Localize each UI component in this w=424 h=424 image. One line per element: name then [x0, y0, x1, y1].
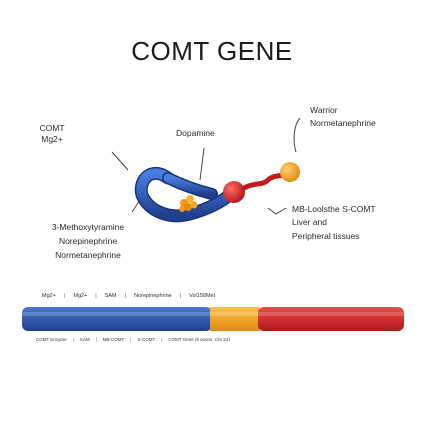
label-peripheral: Peripheral tissues — [292, 231, 360, 241]
gene-bar — [22, 307, 404, 331]
red-chain — [241, 172, 287, 191]
separator: | — [95, 337, 97, 342]
gene-bar-bottom-labels: COMT Enzyme | SAM | MB-COMT | S-COMT | C… — [36, 337, 230, 342]
ligand-cluster — [179, 195, 198, 212]
orange-sphere — [280, 162, 300, 182]
label-liver: Liver and — [292, 217, 327, 227]
pointer-comt — [111, 151, 129, 171]
label-normetanephrine-top: Normetanephrine — [310, 118, 376, 128]
top-label: Mg2+ — [42, 293, 56, 299]
top-label: Vol158Met — [189, 293, 216, 299]
bracket-warrior — [293, 117, 301, 153]
bottom-label: MB-COMT — [102, 337, 125, 342]
top-label: Norepinephrine — [134, 293, 172, 299]
gene-bar-top-labels: Mg2+ | Mg2+ | SAM | Norepinephrine | Vol… — [42, 293, 215, 299]
label-dopamine: Dopamine — [176, 128, 215, 138]
top-label: Mg2+ — [73, 293, 88, 299]
label-comt: COMT — [39, 123, 65, 133]
pointer-mb — [267, 207, 287, 215]
label-mb-comt: MB-Loolsthe S-COMT — [292, 204, 376, 214]
red-sphere — [223, 181, 245, 203]
bottom-label: S-COMT — [137, 337, 156, 342]
separator: | — [95, 293, 97, 299]
label-methoxytyramine: 3-Methoxytyramine — [51, 222, 125, 232]
page-title: COMT GENE — [131, 36, 293, 66]
label-normetanephrine-left: Normetanephrine — [55, 250, 121, 260]
separator: | — [63, 293, 66, 299]
bottom-label: SAM — [79, 337, 90, 342]
label-norepinephrine: Norepinephrine — [58, 236, 118, 246]
top-label: SAM — [104, 293, 117, 299]
pointer-dopamine — [199, 147, 205, 181]
bottom-label: COMT Gene (6 exons, Chr 22) — [168, 337, 230, 342]
pointer-methoxy — [131, 199, 141, 213]
label-mg2: Mg2+ — [41, 134, 63, 144]
separator: | — [179, 293, 182, 299]
separator: | — [161, 337, 163, 342]
separator: | — [72, 337, 74, 342]
bottom-label: COMT Enzyme — [36, 337, 67, 342]
separator: | — [130, 337, 132, 342]
label-warrior: Warrior — [310, 105, 338, 115]
separator: | — [124, 293, 127, 299]
